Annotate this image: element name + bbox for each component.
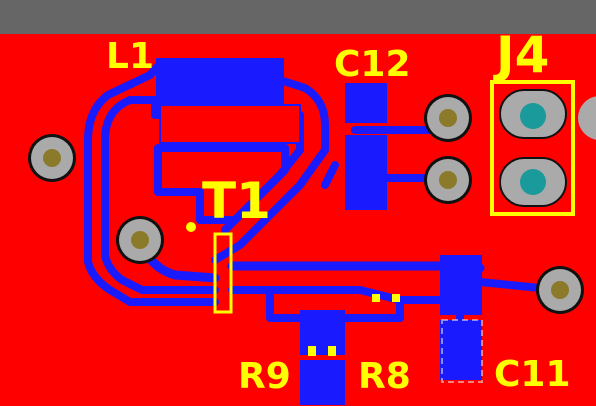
via-t1[interactable] [116, 216, 164, 264]
c12-pad-bottom [345, 135, 387, 210]
copper-pads [156, 58, 482, 405]
trace-l1-outer [156, 60, 329, 264]
j4-pin-2-drill [520, 169, 546, 195]
c11-silk-outline [441, 319, 483, 383]
via-c12-bottom[interactable] [424, 156, 472, 204]
smd-pads[interactable] [308, 294, 400, 356]
trace-l1-left [84, 60, 219, 306]
c11-pad-top [440, 255, 482, 315]
r9-pad-2[interactable] [328, 346, 336, 356]
silkscreen [213, 232, 233, 314]
label-l1: L1 [106, 36, 154, 77]
t1-silk-outline [213, 232, 233, 314]
c12-pad-top [345, 83, 387, 123]
j4-outline [490, 80, 575, 216]
vias[interactable] [28, 94, 596, 314]
r9-pad[interactable] [308, 346, 316, 356]
via-c12-top[interactable] [424, 94, 472, 142]
trace-r8-lead [336, 296, 404, 322]
via-edge-right[interactable] [578, 96, 596, 140]
t1-pin1-dot [186, 222, 196, 232]
l1-inner-pad [163, 110, 296, 140]
trace-c12-down [321, 161, 339, 189]
r9-r8-pad [300, 310, 345, 355]
frame-top-bar [0, 0, 596, 34]
label-r9: R9 [238, 356, 291, 397]
trace-r9-lead [266, 288, 304, 322]
c11-pad-bottom [440, 320, 482, 380]
trace-l1-inner [101, 96, 219, 294]
label-r8: R8 [358, 356, 411, 397]
r8-pad[interactable] [372, 294, 380, 302]
label-c12: C12 [334, 44, 411, 85]
l1-top-pad [156, 58, 284, 110]
r9-pad-bottom [300, 360, 345, 405]
j4-pin-1-drill [520, 103, 546, 129]
via-left[interactable] [28, 134, 76, 182]
label-j4: J4 [493, 26, 549, 84]
board-area [0, 34, 596, 406]
trace-t1-pad-outline [154, 144, 289, 224]
label-c11: C11 [494, 354, 571, 395]
via-right[interactable] [536, 266, 584, 314]
r8-pad-2[interactable] [392, 294, 400, 302]
trace-right-bus-bottom [228, 286, 444, 304]
j4-connector[interactable] [490, 80, 575, 216]
label-t1: T1 [202, 172, 271, 230]
